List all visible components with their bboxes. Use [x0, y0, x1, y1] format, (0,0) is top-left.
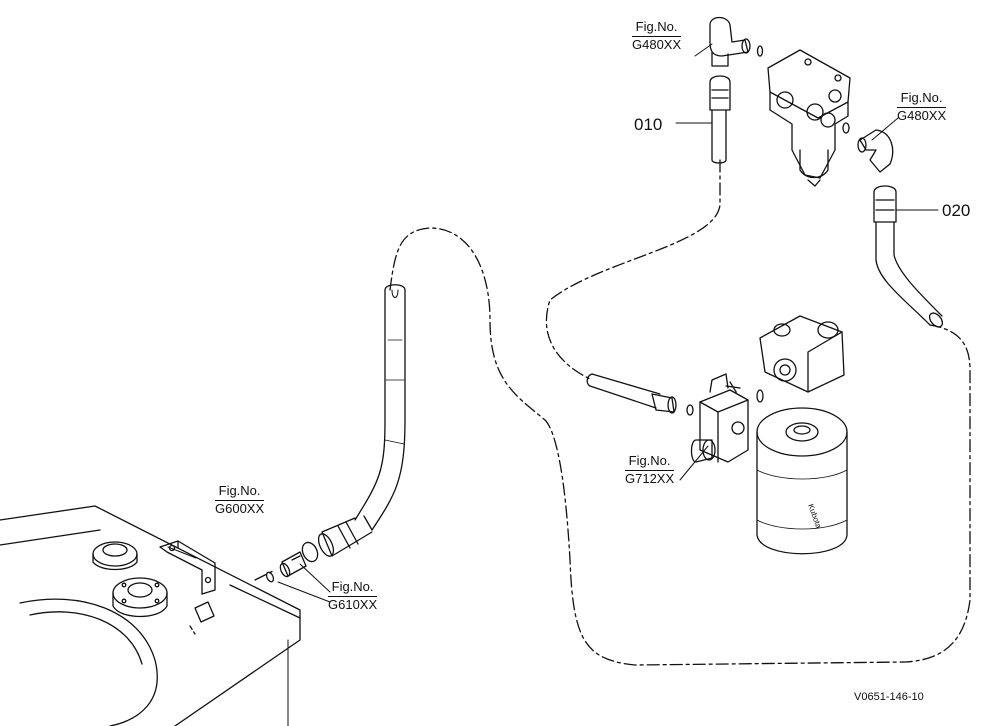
- fig-ref-caption: Fig.No.: [331, 579, 374, 594]
- hose-010: [709, 75, 731, 164]
- tank-port-upper: [92, 541, 138, 571]
- mounting-bracket: [159, 540, 216, 635]
- fig-ref-caption: Fig.No.: [900, 90, 943, 105]
- filter-brand-text: Kubota: [806, 503, 823, 530]
- fig-ref-fitting: Fig.No. G610XX: [328, 579, 378, 612]
- part-label-020: 020: [942, 201, 971, 220]
- tank-port-flange: [112, 577, 168, 618]
- hose-to-filter: [586, 373, 694, 416]
- fig-ref-top-right: Fig.No. G480XX: [897, 90, 947, 123]
- tee-fitting: [690, 373, 749, 463]
- fig-ref-caption: Fig.No.: [635, 19, 678, 34]
- elbow-fitting-top-left: [709, 16, 764, 67]
- filter-cartridge: [756, 407, 848, 555]
- hose-end-ferrule: [291, 515, 373, 563]
- elbow-fitting-right: [842, 122, 894, 173]
- fig-ref-number: G480XX: [897, 107, 947, 123]
- fig-ref-filter: Fig.No. G712XX: [625, 453, 675, 486]
- filter-head: [756, 315, 845, 403]
- fig-ref-caption: Fig.No.: [218, 483, 261, 498]
- fig-ref-number: G610XX: [328, 596, 378, 612]
- hose-dashed-route: [254, 159, 971, 666]
- control-valve: [767, 49, 851, 187]
- hydraulic-tank: [0, 505, 301, 726]
- fig-ref-bracket: Fig.No. G600XX: [215, 483, 265, 516]
- part-label-010: 010: [634, 115, 663, 134]
- fig-ref-caption: Fig.No.: [628, 453, 671, 468]
- leader-lines: [167, 43, 939, 603]
- fig-ref-top-left: Fig.No. G480XX: [632, 19, 682, 52]
- drawing-code: V0651-146-10: [854, 691, 924, 703]
- fig-ref-number: G600XX: [215, 500, 265, 516]
- fig-ref-number: G480XX: [632, 36, 682, 52]
- hose-assembly-long: [354, 284, 406, 531]
- hose-020: [873, 185, 944, 328]
- adapter-fitting: [265, 551, 307, 583]
- fig-ref-number: G712XX: [625, 470, 675, 486]
